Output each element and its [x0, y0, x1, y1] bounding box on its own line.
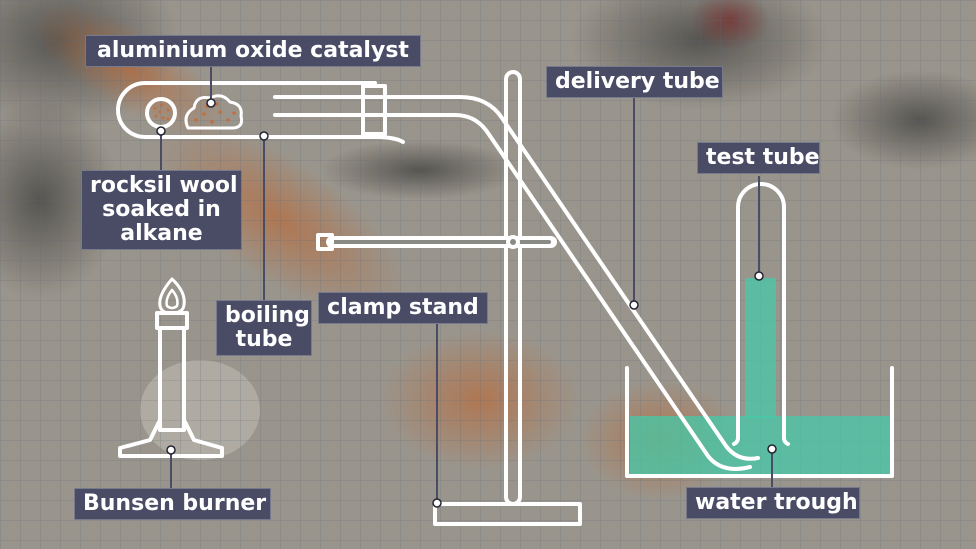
label-test-tube: test tube	[697, 142, 820, 174]
test-tube	[736, 182, 786, 440]
label-delivery-tube: delivery tube	[546, 66, 723, 98]
label-water-trough: water trough	[686, 487, 860, 519]
flame-icon	[158, 277, 186, 315]
clamp-boss	[506, 235, 520, 249]
leader-lines	[160, 66, 773, 503]
delivery-tube	[273, 95, 760, 461]
delivery-tube-inner	[273, 113, 752, 471]
clamp-end	[316, 233, 334, 251]
clamp-stand-base	[433, 502, 582, 526]
water-trough	[625, 366, 894, 478]
catalyst	[184, 94, 244, 130]
label-bunsen-burner: Bunsen burner	[74, 488, 271, 520]
catalyst-texture	[194, 102, 236, 124]
label-catalyst: aluminium oxide catalyst	[85, 35, 421, 67]
label-clamp-stand: clamp stand	[318, 292, 488, 324]
water	[630, 278, 891, 476]
label-boiling-tube: boiling tube	[216, 300, 312, 356]
label-rocksil-wool: rocksil wool soaked in alkane	[81, 170, 242, 250]
rocksil-texture	[153, 103, 170, 121]
boiling-tube	[116, 81, 405, 144]
bung	[361, 84, 387, 136]
anchor-dots	[156, 98, 777, 508]
